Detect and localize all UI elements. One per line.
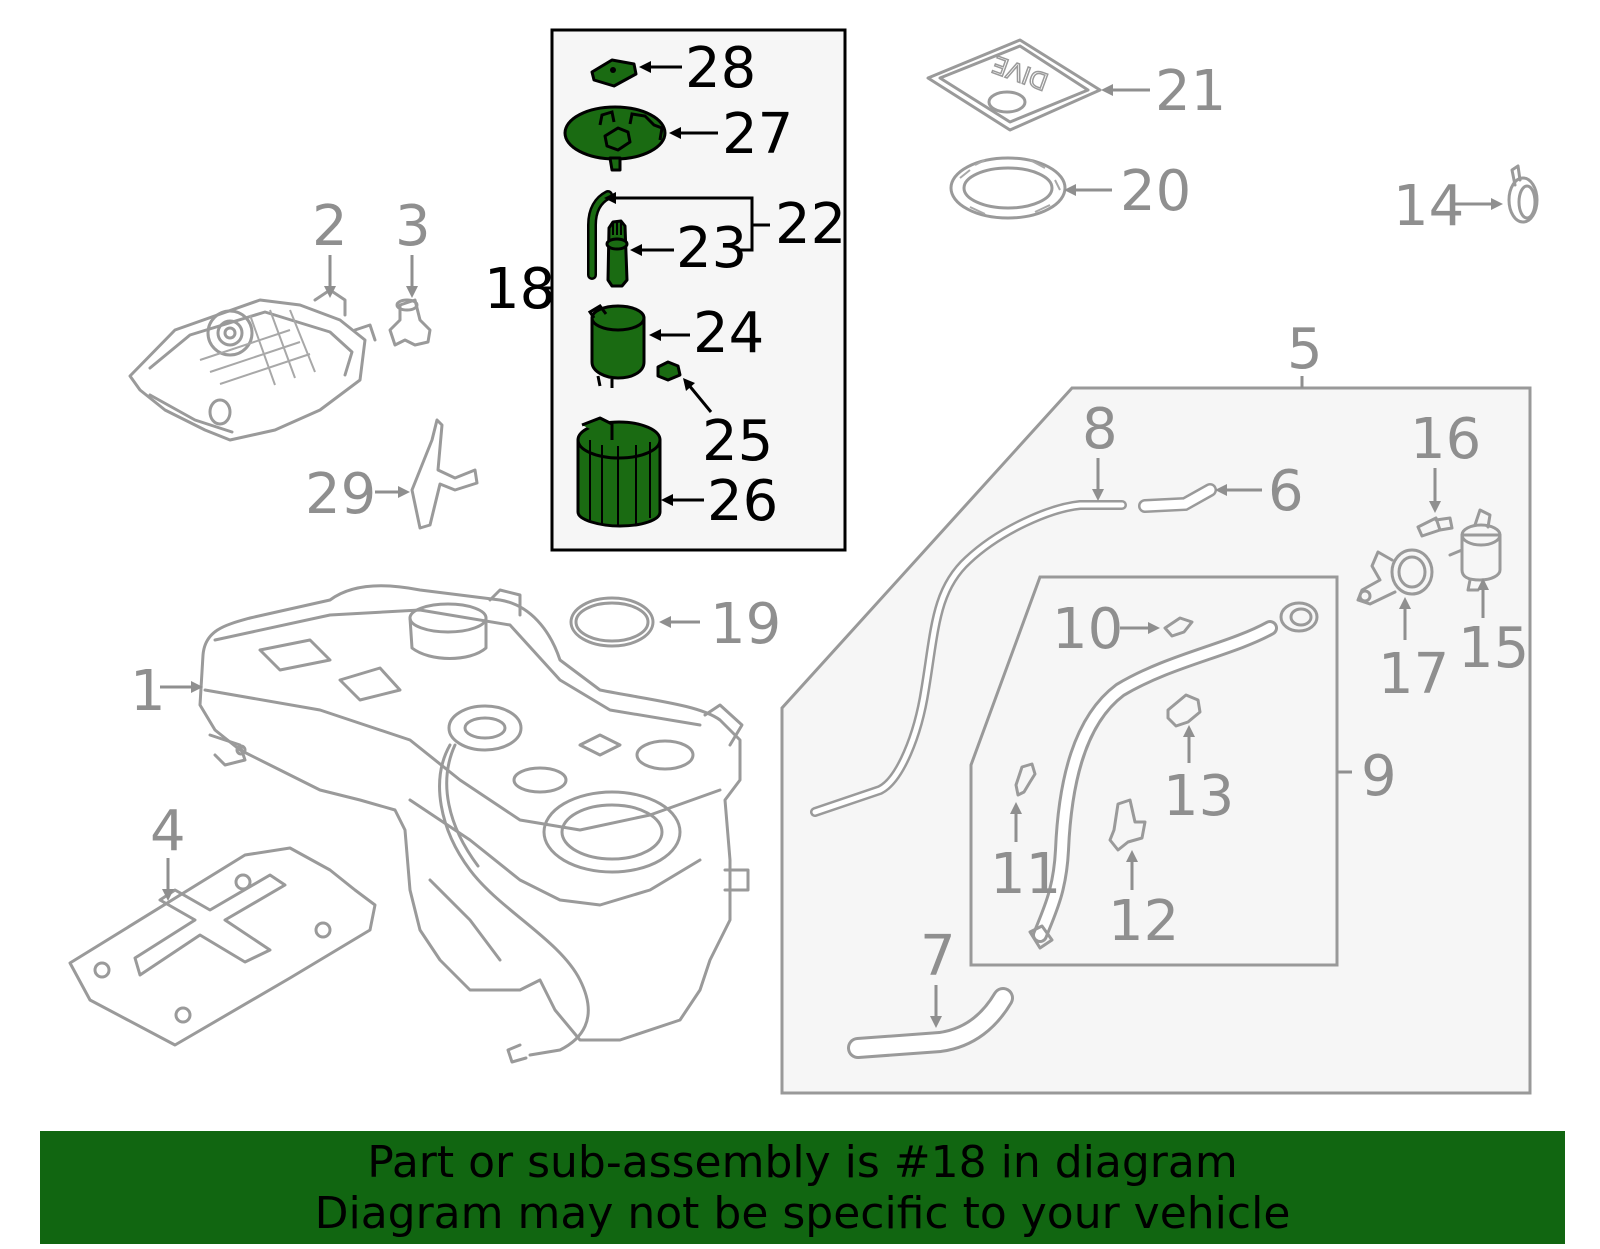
bracket-13 — [1166, 693, 1202, 728]
callout-25: 25 — [702, 409, 773, 474]
plate-text: DIVE — [989, 50, 1052, 96]
access-cover-plate: DIVE — [926, 38, 1102, 132]
callout-24: 24 — [693, 301, 764, 366]
callout-12: 12 — [1108, 889, 1179, 954]
bracket-12 — [1108, 798, 1147, 852]
part-16-clip — [1416, 516, 1454, 538]
vent-tube-8 — [810, 500, 1127, 817]
part-17-housing — [1356, 548, 1434, 606]
callout-5: 5 — [1287, 317, 1323, 382]
hose-7 — [847, 987, 1014, 1059]
part-24-filter — [587, 304, 646, 388]
fuel-level-sender — [410, 418, 479, 530]
part-27-flange — [563, 105, 667, 172]
callout-4: 4 — [150, 799, 186, 864]
callout-11: 11 — [990, 842, 1061, 907]
clip-10 — [1163, 616, 1194, 638]
callout-26: 26 — [707, 469, 778, 534]
part-15-valve — [1448, 508, 1502, 592]
banner-line-1: Part or sub-assembly is #18 in diagram — [367, 1137, 1238, 1188]
callout-14: 14 — [1393, 174, 1464, 239]
callout-10: 10 — [1052, 597, 1123, 662]
part-26-reservoir — [576, 416, 662, 528]
hose-6 — [1138, 483, 1217, 513]
callout-8: 8 — [1082, 397, 1118, 462]
callout-19: 19 — [710, 592, 781, 657]
evap-canister — [128, 288, 377, 442]
callout-9: 9 — [1361, 744, 1397, 809]
callout-17: 17 — [1378, 642, 1449, 707]
callout-6: 6 — [1268, 459, 1304, 524]
heat-shield — [68, 846, 377, 1047]
part-28-cover — [590, 58, 638, 88]
callout-2: 2 — [312, 194, 348, 259]
callout-1: 1 — [130, 659, 166, 724]
callout-20: 20 — [1120, 159, 1191, 224]
callout-29: 29 — [305, 462, 376, 527]
callout-27: 27 — [722, 102, 793, 167]
info-banner: Part or sub-assembly is #18 in diagram D… — [40, 1131, 1565, 1244]
callout-16: 16 — [1410, 407, 1481, 472]
callout-22: 22 — [775, 192, 846, 257]
lock-ring — [949, 156, 1067, 220]
callout-7: 7 — [920, 924, 956, 989]
tank-seal-ring — [569, 596, 655, 648]
fuel-cap — [1507, 164, 1539, 224]
callout-28: 28 — [685, 36, 756, 101]
callout-23: 23 — [676, 216, 747, 281]
filler-neck-9 — [1028, 601, 1319, 950]
clip-11 — [1014, 762, 1037, 797]
part-23-pump — [605, 219, 629, 288]
vent-valve — [388, 298, 432, 347]
callout-13: 13 — [1163, 764, 1234, 829]
fuel-tank — [198, 584, 750, 1064]
part-25-regulator — [656, 360, 682, 382]
callout-21: 21 — [1155, 59, 1226, 124]
callout-15: 15 — [1458, 616, 1529, 681]
callout-3: 3 — [395, 194, 431, 259]
part-22-hose — [587, 190, 613, 280]
banner-line-2: Diagram may not be specific to your vehi… — [314, 1188, 1291, 1239]
